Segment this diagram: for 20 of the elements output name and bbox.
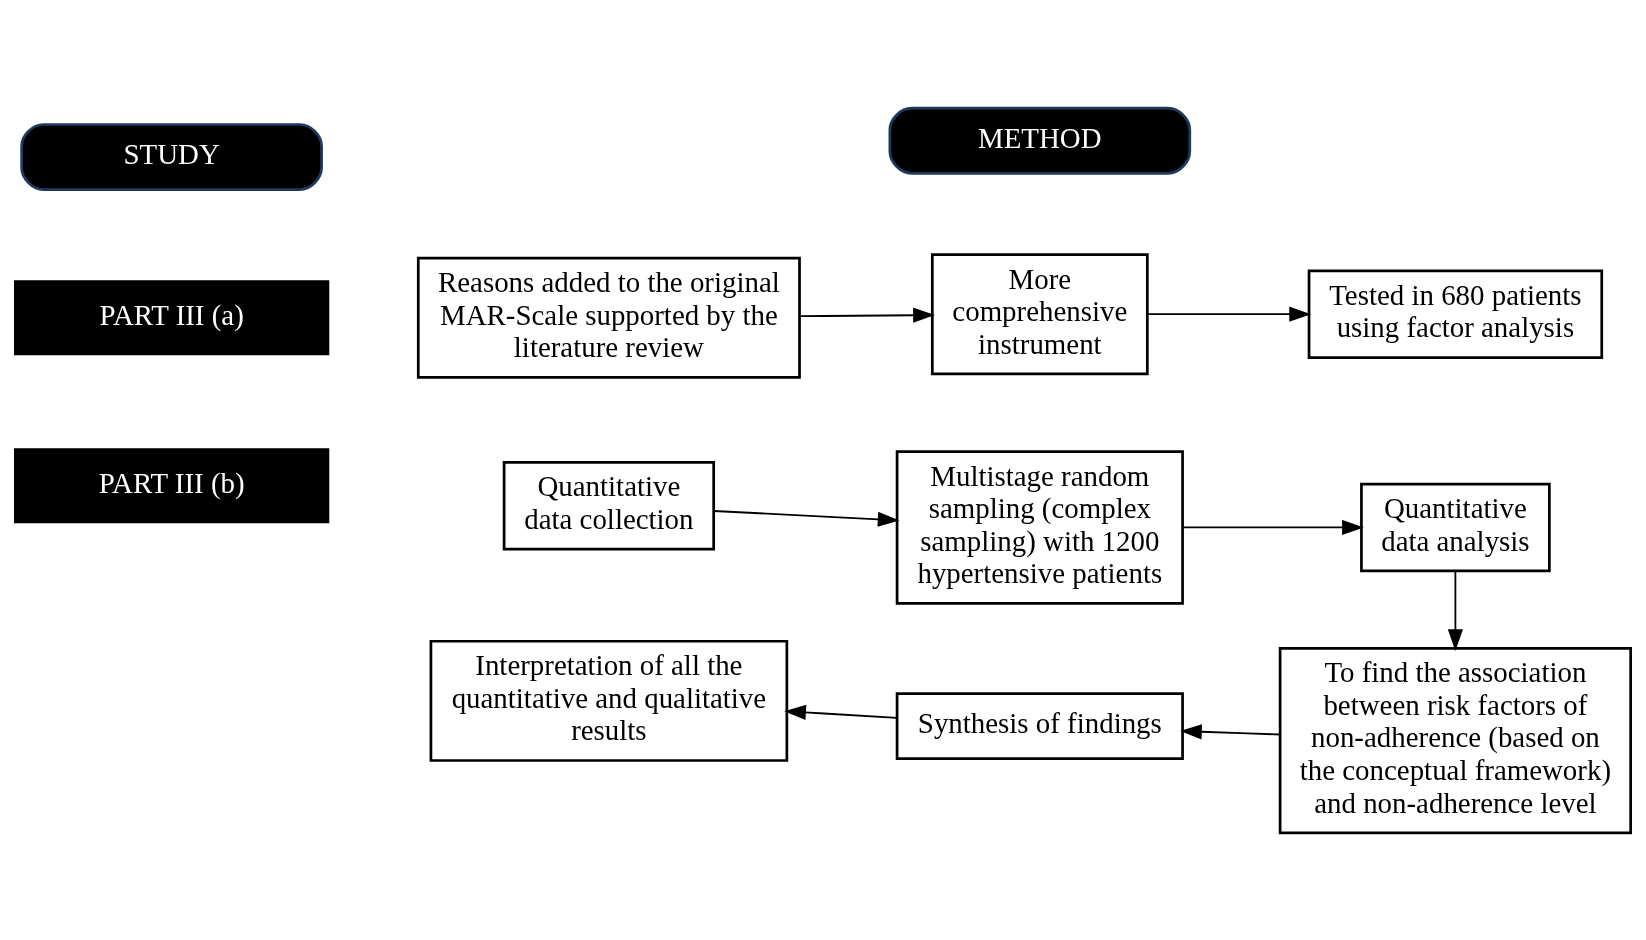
arrow <box>1181 519 1364 535</box>
node-box: Reasons added to the original MAR-Scale supported by the literature review <box>416 256 801 379</box>
node-box: Tested in 680 patients using factor analysis <box>1307 269 1604 359</box>
node-box: To find the association between risk factors of non-adherence (based on the conceptual framework) and non-adherence level <box>1278 646 1632 834</box>
node-box: METHOD <box>888 106 1192 175</box>
arrow <box>713 509 900 527</box>
node-box: Quantitative data analysis <box>1360 482 1551 572</box>
node-box: PART III (b) <box>14 447 330 523</box>
arrow <box>1447 569 1463 651</box>
node-box: Synthesis of findings <box>895 691 1184 760</box>
node-box: PART III (a) <box>14 279 330 355</box>
arrow <box>1146 306 1311 322</box>
node-box: Interpretation of all the quantitative and qualitative results <box>429 639 789 762</box>
arrow <box>1180 723 1281 739</box>
node-box: STUDY <box>20 122 323 191</box>
node-box: More comprehensive instrument <box>930 252 1149 375</box>
arrow <box>799 307 935 323</box>
node-box: Quantitative data collection <box>502 460 716 550</box>
arrow <box>784 704 898 720</box>
node-box: Multistage random sampling (complex sampling) with 1200 hypertensive patients <box>895 449 1184 605</box>
